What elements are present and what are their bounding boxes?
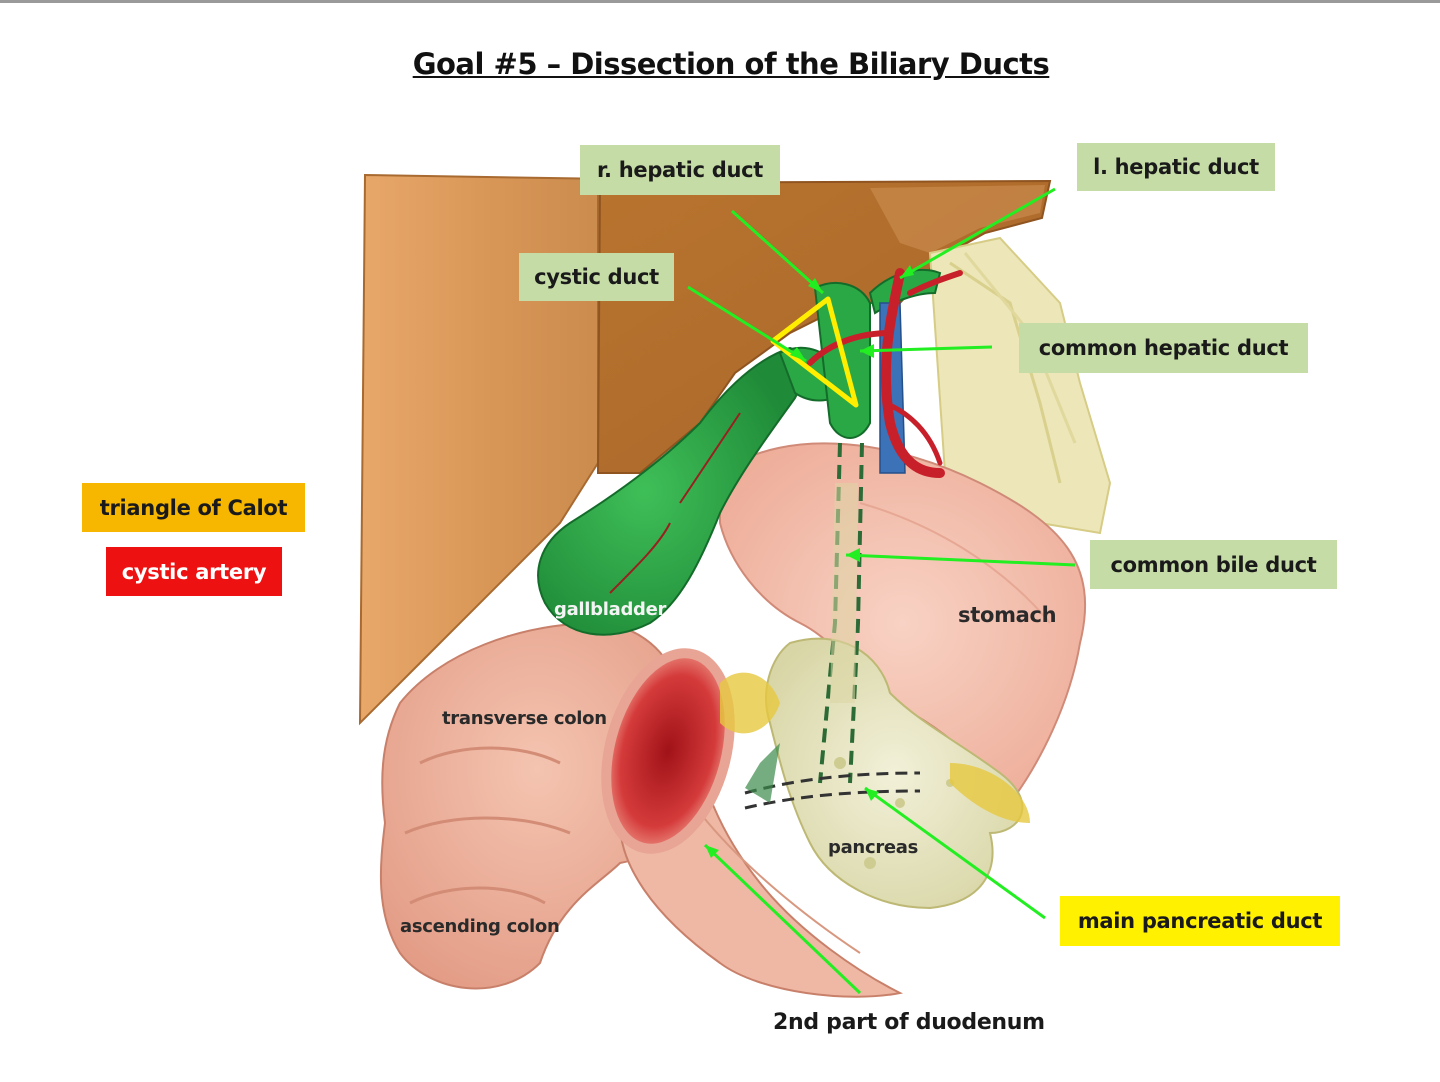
slide-title: Goal #5 – Dissection of the Biliary Duct…: [412, 47, 1050, 81]
bowel-lumen: [601, 648, 735, 854]
label-pancreas: pancreas: [828, 837, 919, 858]
label-common-bile-duct: common bile duct: [1090, 540, 1337, 589]
pointer-lines: [687, 187, 1076, 995]
pointer-tips: [705, 265, 914, 858]
label-l-hepatic-duct: l. hepatic duct: [1077, 143, 1275, 191]
label-cystic-duct: cystic duct: [519, 253, 674, 301]
label-triangle-of-calot: triangle of Calot: [82, 483, 305, 532]
label-stomach: stomach: [958, 603, 1057, 627]
triangle-of-calot-shape: [770, 296, 859, 408]
label-gallbladder: gallbladder: [554, 599, 667, 620]
anatomy-illustration: [358, 173, 1112, 998]
stomach: [719, 442, 1087, 805]
label-transverse-colon: transverse colon: [442, 708, 607, 729]
label-r-hepatic-duct: r. hepatic duct: [580, 145, 780, 195]
label-common-hepatic-duct: common hepatic duct: [1019, 323, 1308, 373]
label-cystic-artery: cystic artery: [106, 547, 282, 596]
label-duodenum: 2nd part of duodenum: [773, 1010, 1045, 1035]
hepatic-artery: [880, 268, 945, 478]
cystic-artery-shape: [807, 330, 893, 366]
label-ascending-colon: ascending colon: [400, 916, 560, 937]
label-main-pancreatic-duct: main pancreatic duct: [1060, 896, 1340, 946]
